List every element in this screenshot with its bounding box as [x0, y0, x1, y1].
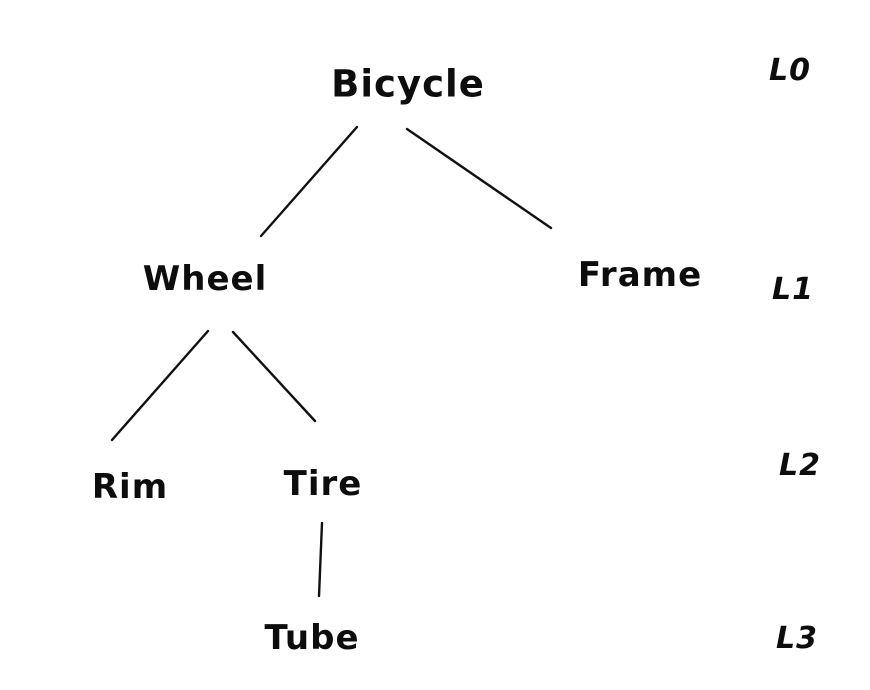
level-label-l0: L0 [769, 53, 811, 88]
edge-wheel-tire [231, 330, 317, 423]
node-tube: Tube [264, 618, 360, 658]
node-wheel: Wheel [142, 259, 268, 299]
level-label-l1: L1 [772, 272, 814, 307]
node-frame: Frame [577, 255, 703, 295]
level-label-l2: L2 [779, 448, 821, 483]
node-rim: Rim [91, 467, 169, 507]
edge-bicycle-frame [405, 127, 553, 230]
node-bicycle: Bicycle [331, 62, 485, 106]
node-tire: Tire [283, 464, 363, 504]
edge-tire-tube [317, 521, 324, 598]
edge-wheel-rim [110, 329, 210, 442]
level-label-l3: L3 [776, 621, 818, 656]
edge-bicycle-wheel [259, 125, 359, 238]
